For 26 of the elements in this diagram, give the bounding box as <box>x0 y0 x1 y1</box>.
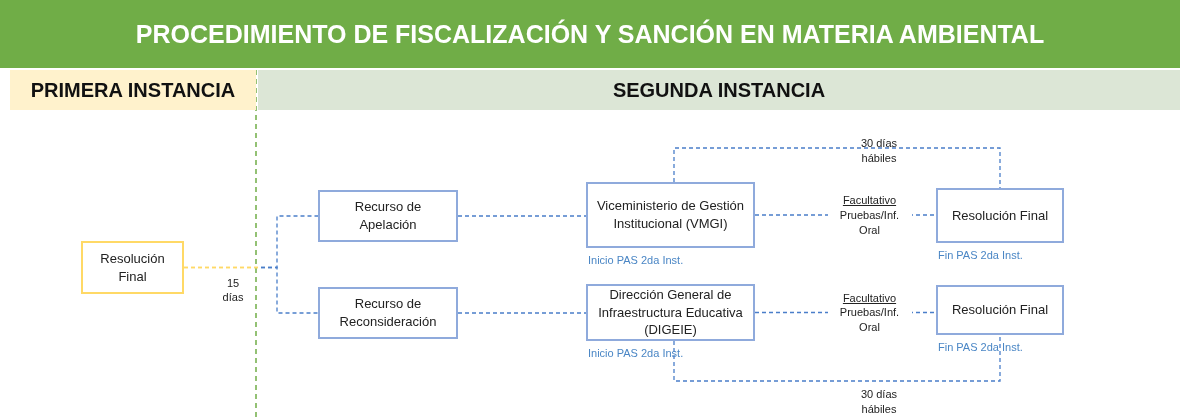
connector-line <box>673 334 1001 382</box>
box-label: Resolución Final <box>99 249 166 286</box>
connector-line <box>457 312 587 314</box>
box-label: Dirección General de Infraestructura Educativa (DIGEIE) <box>597 286 744 339</box>
section-header <box>258 70 1180 110</box>
process-box <box>81 241 184 294</box>
section-title: PRIMERA INSTANCIA <box>30 77 236 103</box>
box-label: Viceministerio de Gestión Institucional (VMGI) <box>595 197 746 233</box>
title-banner: PROCEDIMIENTO DE FISCALIZACIÓN Y SANCIÓN EN MATERIA AMBIENTAL <box>0 0 1180 68</box>
section-header <box>10 70 256 110</box>
process-box <box>318 287 458 339</box>
stage-note: Fin PAS 2da Inst. <box>938 249 1023 263</box>
edge-label: 30 días hábiles <box>859 136 899 166</box>
edge-label: 15 días <box>221 275 245 306</box>
box-label: Recurso de Reconsideración <box>338 295 438 331</box>
process-box <box>318 190 458 242</box>
connector-line <box>673 147 1001 189</box>
connector-line <box>457 215 587 217</box>
box-label: Resolución Final <box>951 206 1049 225</box>
box-label: Resolución Final <box>951 301 1049 319</box>
box-label: Recurso de Apelación <box>353 198 423 234</box>
edge-label: 30 días hábiles <box>859 387 899 417</box>
stage-note: Inicio PAS 2da Inst. <box>588 254 684 268</box>
connector-line <box>183 266 319 314</box>
stage-note: Fin PAS 2da Inst. <box>938 341 1023 355</box>
section-title: SEGUNDA INSTANCIA <box>612 77 826 103</box>
